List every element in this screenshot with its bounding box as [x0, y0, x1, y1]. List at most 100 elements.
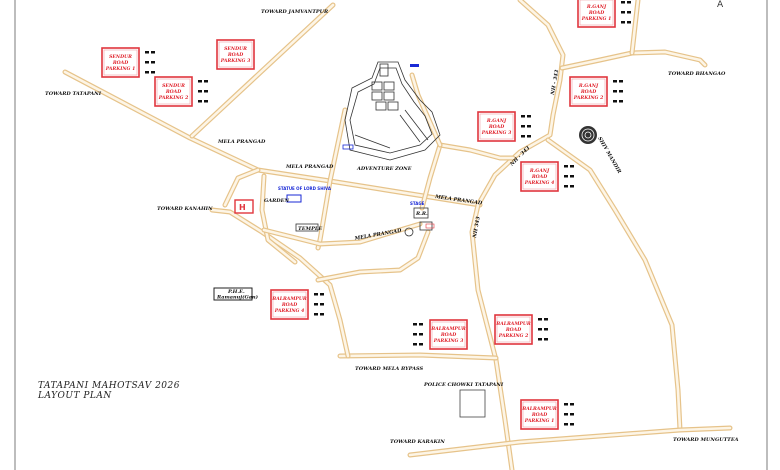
parking-box-inner: [272, 291, 307, 318]
parking-label: R.GANJ: [486, 118, 507, 124]
vehicle-marker: [613, 80, 617, 83]
temple-box: [295, 223, 319, 232]
vehicle-marker: [544, 318, 548, 321]
parking-label: SENDUR: [162, 83, 185, 89]
plan-subtitle: LAYOUT PLAN: [37, 391, 112, 401]
toward-kanahin-label: TOWARD KANAHIN: [157, 206, 213, 212]
vehicle-marker: [413, 343, 417, 346]
phe-label-1: P.H.E.: [227, 289, 245, 295]
parking-box-inner: [479, 113, 514, 140]
parking-label: ROAD: [112, 60, 128, 66]
road: [338, 353, 498, 360]
parking-box: [101, 47, 140, 78]
mela-prangad-label: MELA PRANGAD: [217, 139, 266, 145]
parking-box-inner: [522, 401, 557, 428]
vehicle-marker: [413, 333, 417, 336]
parking-label: PARKING 3: [220, 58, 251, 64]
garden-label: GARDEN: [264, 198, 289, 204]
parking-label: PARKING 1: [524, 418, 555, 424]
parking-label: PARKING 3: [481, 130, 512, 136]
compass-north-icon: A: [717, 0, 724, 10]
parking-label: R.GANJ: [529, 168, 550, 174]
roads: [62, 0, 733, 470]
police-chowki-label: POLICE CHOWKI TATAPANI: [423, 382, 504, 388]
vehicle-marker: [145, 51, 149, 54]
vehicle-marker: [204, 80, 208, 83]
vehicle-marker: [413, 323, 417, 326]
road: [545, 137, 683, 433]
phe-label-2: Ramanuj(Gan): [216, 294, 259, 301]
plan-title: TATAPANI MAHOTSAV 2026: [38, 381, 180, 391]
parking-box: [270, 289, 309, 320]
vehicle-marker: [544, 338, 548, 341]
parking-label: SENDUR: [109, 54, 132, 60]
shiv-mandir-label: SHIV MANDIR: [596, 136, 622, 175]
parking-label: PARKING 2: [158, 95, 189, 101]
vehicle-marker: [314, 313, 318, 316]
vehicle-marker: [619, 100, 623, 103]
rr-building: [404, 207, 435, 237]
vehicle-marker: [564, 165, 568, 168]
toward-mela-bypass-label: TOWARD MELA BYPASS: [355, 366, 423, 372]
parking-label: ROAD: [440, 332, 456, 338]
parking-box: [429, 319, 468, 350]
vehicle-marker: [527, 125, 531, 128]
road: [438, 143, 515, 160]
parking-label: ROAD: [531, 174, 547, 180]
road: [262, 222, 422, 246]
parking-label: ROAD: [531, 412, 547, 418]
vehicle-marker: [564, 413, 568, 416]
vehicle-marker: [538, 318, 542, 321]
vehicle-marker: [621, 11, 625, 14]
road: [560, 50, 707, 70]
vehicle-marker: [570, 423, 574, 426]
nh-label-upper: NH - 343: [550, 69, 561, 96]
vehicle-marker: [570, 165, 574, 168]
blue-marker: [342, 144, 354, 150]
parking-box: [154, 76, 193, 107]
vehicle-marker: [613, 90, 617, 93]
road: [410, 73, 442, 147]
vehicle-marker: [314, 303, 318, 306]
parking-label: ROAD: [281, 302, 297, 308]
vehicle-marker: [544, 328, 548, 331]
vehicle-marker: [145, 61, 149, 64]
parking-label: PARKING 2: [573, 95, 604, 101]
vehicle-marker: [151, 51, 155, 54]
parking-label: R.GANJ: [586, 4, 607, 10]
parking-label: ROAD: [588, 10, 604, 16]
vehicle-marker: [419, 333, 423, 336]
parking-label: ROAD: [488, 124, 504, 130]
parking-label: PARKING 3: [433, 338, 464, 344]
main-building-complex: [344, 61, 441, 161]
statue-marker: [286, 194, 302, 203]
parking-box-inner: [579, 0, 614, 26]
parking-label: BALRAMPUR: [271, 296, 307, 302]
vehicle-marker: [151, 61, 155, 64]
road: [408, 426, 732, 457]
vehicle-marker: [564, 185, 568, 188]
vehicle-marker: [564, 423, 568, 426]
parking-label: R.GANJ: [578, 83, 599, 89]
mela-prangad-label: MELA PRANGAD: [434, 194, 483, 207]
phe-box: [213, 287, 253, 301]
adventure-zone-label: ADVENTURE ZONE: [356, 166, 412, 172]
road: [470, 0, 565, 470]
parking-box-inner: [103, 49, 138, 76]
vehicle-marker: [204, 90, 208, 93]
nh-label-lower: NH 343: [472, 216, 482, 240]
road: [260, 174, 297, 264]
road: [210, 208, 350, 358]
toward-munguttea-label: TOWARD MUNGUTTEA: [673, 437, 739, 443]
parking-label: ROAD: [165, 89, 181, 95]
police-chowki-box: [459, 389, 486, 418]
vehicle-marker: [521, 125, 525, 128]
